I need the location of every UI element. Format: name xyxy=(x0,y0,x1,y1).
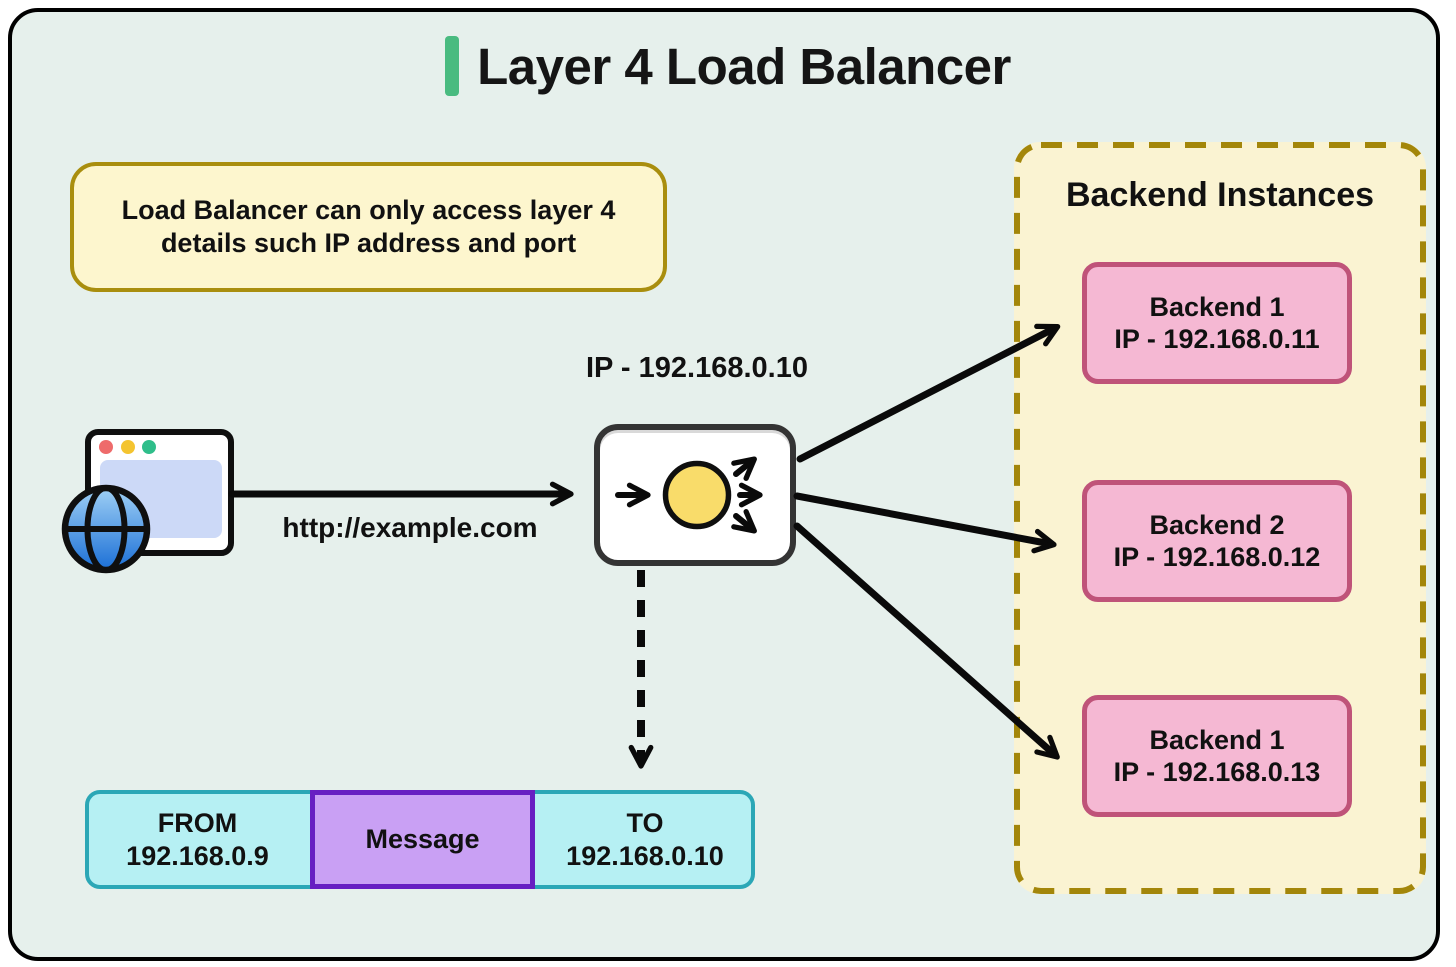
backend-name: Backend 1 xyxy=(1149,724,1285,755)
title-accent-bar xyxy=(445,36,460,96)
packet-message-segment: Message xyxy=(310,790,535,889)
packet-to-segment: TO 192.168.0.10 xyxy=(535,790,755,889)
backend-card-1: Backend 1 IP - 192.168.0.11 xyxy=(1082,262,1352,384)
packet-from-ip: 192.168.0.9 xyxy=(126,840,269,871)
backend-name: Backend 1 xyxy=(1149,291,1285,322)
backend-panel-title: Backend Instances xyxy=(1065,176,1375,214)
note-line-2: details such IP address and port xyxy=(160,228,577,258)
packet-message-label: Message xyxy=(365,824,480,855)
packet-from-segment: FROM 192.168.0.9 xyxy=(85,790,310,889)
packet-from-label: FROM xyxy=(157,808,238,839)
packet-to-label: TO xyxy=(626,808,664,839)
packet-to-ip: 192.168.0.10 xyxy=(566,840,724,871)
backend-card-2: Backend 2 IP - 192.168.0.12 xyxy=(1082,480,1352,602)
backend-card-3: Backend 1 IP - 192.168.0.13 xyxy=(1082,695,1352,817)
request-url-label: http://example.com xyxy=(282,512,538,543)
load-balancer-box xyxy=(594,424,796,566)
note-line-1: Load Balancer can only access layer 4 xyxy=(121,195,616,226)
backend-ip: IP - 192.168.0.11 xyxy=(1114,324,1320,354)
backend-ip: IP - 192.168.0.13 xyxy=(1113,757,1321,787)
page-title-row: Layer 4 Load Balancer xyxy=(0,36,1456,96)
load-balancer-ip-label: IP - 192.168.0.10 xyxy=(586,352,808,384)
page-title: Layer 4 Load Balancer xyxy=(477,37,1011,95)
backend-ip: IP - 192.168.0.12 xyxy=(1113,542,1321,572)
note-box: Load Balancer can only access layer 4 de… xyxy=(70,162,667,292)
backend-name: Backend 2 xyxy=(1149,509,1285,540)
